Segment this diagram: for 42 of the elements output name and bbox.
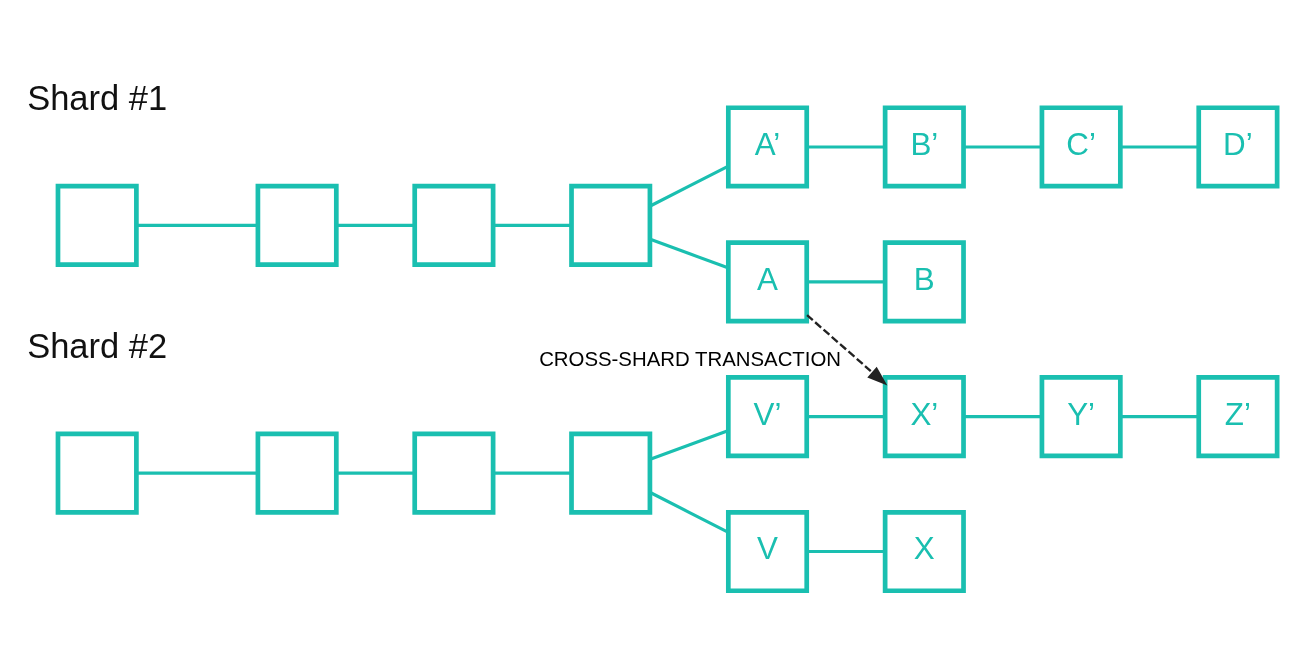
node-box: V	[725, 510, 810, 594]
connector	[336, 223, 415, 227]
arrow	[806, 314, 888, 386]
connector	[649, 429, 729, 461]
node-box: B	[882, 240, 966, 324]
node-box	[569, 431, 653, 515]
node-box: A’	[725, 105, 810, 189]
node-box: V’	[725, 375, 810, 459]
node-box: B’	[882, 105, 966, 189]
connector	[649, 165, 729, 208]
connector	[963, 145, 1042, 149]
connector	[807, 280, 885, 284]
node-box: C’	[1039, 105, 1123, 189]
connector	[963, 415, 1042, 419]
label: Shard #1	[27, 79, 168, 118]
label: Shard #2	[27, 327, 168, 366]
edge-label: CROSS-SHARD TRANSACTION	[539, 347, 842, 370]
connector	[1120, 415, 1199, 419]
node-box: A	[725, 240, 810, 324]
connector	[136, 471, 258, 475]
node-box	[55, 183, 139, 267]
connector	[493, 471, 572, 475]
node-box	[55, 431, 139, 515]
connector	[649, 237, 729, 270]
connector	[807, 145, 885, 149]
node-box	[569, 183, 653, 267]
node-box	[412, 183, 496, 267]
node-box	[255, 183, 339, 267]
node-box	[255, 431, 339, 515]
node-box: X’	[882, 375, 966, 459]
node-box: Z’	[1196, 375, 1280, 459]
connector	[807, 415, 885, 419]
connector	[1120, 145, 1199, 149]
connector	[493, 223, 572, 227]
connector	[136, 223, 258, 227]
connector	[649, 491, 729, 534]
node-box: D’	[1196, 105, 1280, 189]
connector	[807, 549, 885, 554]
connector	[336, 471, 415, 475]
node-box: Y’	[1039, 375, 1123, 459]
node-box: X	[882, 510, 966, 594]
node-box	[412, 431, 496, 515]
